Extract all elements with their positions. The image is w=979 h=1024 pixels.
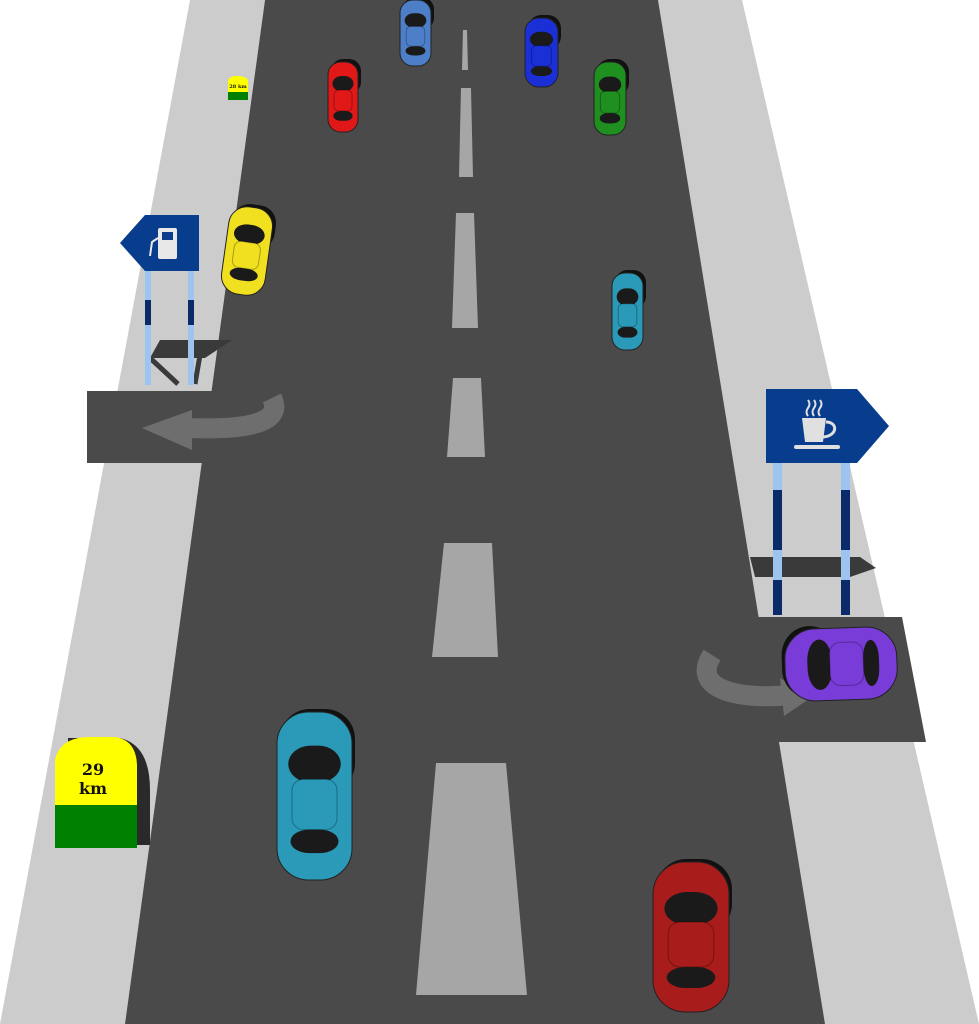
car-roof bbox=[667, 921, 715, 968]
fuel-pump-icon bbox=[149, 228, 177, 259]
left-turn-arrowhead bbox=[142, 410, 192, 450]
lane-dash bbox=[447, 378, 485, 457]
car-rear-window bbox=[530, 66, 553, 76]
car-blue-light bbox=[399, 0, 434, 67]
car-windshield bbox=[664, 892, 718, 925]
lane-dash bbox=[452, 213, 478, 328]
lane-dash bbox=[462, 30, 468, 70]
car-green bbox=[593, 59, 629, 136]
car-roof bbox=[291, 778, 338, 831]
car-teal-small bbox=[611, 270, 646, 351]
car-roof bbox=[333, 89, 353, 112]
car-roof bbox=[231, 240, 261, 270]
right-turn-arrowhead bbox=[780, 678, 812, 716]
car-roof bbox=[828, 641, 865, 687]
car-roof bbox=[617, 303, 638, 328]
car-teal-large bbox=[276, 709, 355, 881]
car-red bbox=[327, 59, 361, 133]
right-turn-arrow bbox=[696, 649, 791, 707]
car-blue bbox=[524, 15, 561, 88]
coffee-cup-icon bbox=[794, 399, 840, 449]
car-windshield bbox=[234, 224, 265, 245]
car-windshield bbox=[529, 31, 554, 47]
car-roof bbox=[405, 25, 426, 47]
car-windshield bbox=[598, 76, 622, 93]
sign-shadow bbox=[750, 557, 876, 577]
car-windshield bbox=[616, 288, 639, 306]
milestone-unit: km bbox=[79, 779, 107, 798]
left-turn-arrow bbox=[184, 393, 285, 439]
fuel-station-sign bbox=[120, 215, 232, 386]
sign-board bbox=[766, 389, 889, 463]
car-yellow bbox=[220, 204, 277, 296]
car-purple bbox=[781, 626, 898, 702]
lane-dash bbox=[459, 88, 473, 177]
car-windshield bbox=[288, 745, 341, 783]
sign-post bbox=[145, 268, 151, 385]
car-windshield bbox=[807, 639, 833, 690]
car-windshield bbox=[404, 13, 427, 28]
car-roof bbox=[599, 90, 621, 114]
car-rear-window bbox=[617, 326, 638, 338]
car-rear-window bbox=[290, 829, 339, 854]
center-lane-markings bbox=[416, 30, 527, 995]
car-rear-window bbox=[333, 111, 353, 121]
milestone-number: 29 bbox=[82, 760, 104, 779]
car-roof bbox=[531, 45, 552, 67]
coffee-sign bbox=[750, 389, 889, 615]
car-rear-window bbox=[666, 967, 716, 988]
car-rear-window bbox=[405, 46, 426, 56]
car-windshield bbox=[332, 76, 354, 92]
small-milestone: 28 km bbox=[228, 76, 248, 100]
small-milestone-text: 28 km bbox=[229, 84, 247, 90]
car-dark-red bbox=[652, 859, 732, 1013]
car-rear-window bbox=[229, 267, 258, 282]
car-rear-window bbox=[599, 113, 621, 124]
sign-post bbox=[188, 268, 194, 385]
right-sidewalk bbox=[658, 0, 979, 1024]
lane-dash bbox=[416, 763, 527, 995]
lane-dash bbox=[432, 543, 498, 657]
large-milestone: 29 km bbox=[55, 737, 150, 848]
car-rear-window bbox=[863, 639, 880, 686]
